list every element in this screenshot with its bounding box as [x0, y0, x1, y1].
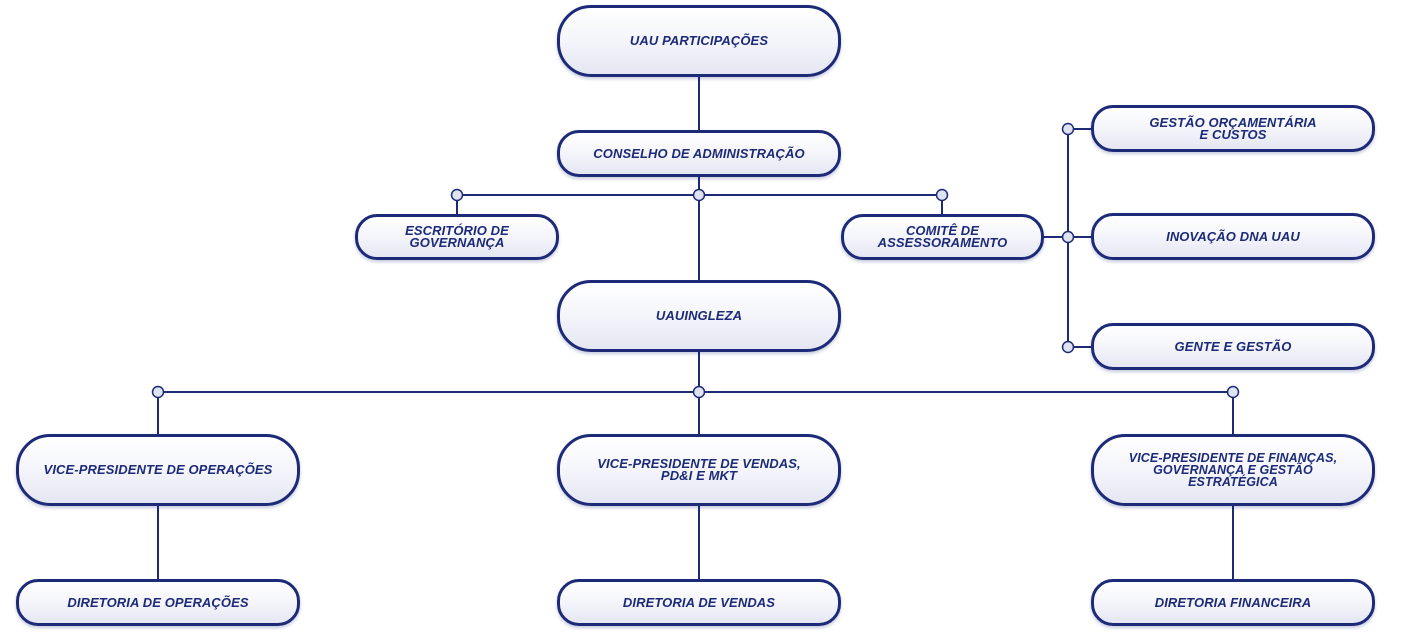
connector-dot: [1061, 122, 1075, 136]
node-label: GENTE E GESTÃO: [1174, 338, 1292, 354]
node-label: UAU PARTICIPAÇÕES: [629, 33, 769, 48]
connector-dot: [1226, 385, 1240, 399]
connector-dot: [1061, 230, 1075, 244]
node-label: VICE-PRESIDENTE DE FINANÇAS, GOVERNANÇA …: [1128, 451, 1338, 489]
connector-dot: [692, 188, 706, 202]
node-label: UAUINGLEZA: [655, 308, 743, 323]
connector-dot: [692, 385, 706, 399]
node-gente-gestao: GENTE E GESTÃO: [1091, 323, 1375, 370]
node-conselho-administracao: CONSELHO DE ADMINISTRAÇÃO: [557, 130, 841, 177]
connector-dot: [450, 188, 464, 202]
node-gestao-orcamentaria: GESTÃO ORÇAMENTÁRIA E CUSTOS: [1091, 105, 1375, 152]
node-diretoria-financeira: DIRETORIA FINANCEIRA: [1091, 579, 1375, 626]
node-label: VICE-PRESIDENTE DE OPERAÇÕES: [43, 462, 273, 477]
node-inovacao-dna-uau: INOVAÇÃO DNA UAU: [1091, 213, 1375, 260]
connector-dot: [1061, 340, 1075, 354]
node-diretoria-vendas: DIRETORIA DE VENDAS: [557, 579, 841, 626]
connector-dot: [151, 385, 165, 399]
node-label: GESTÃO ORÇAMENTÁRIA E CUSTOS: [1149, 114, 1317, 142]
node-label: ESCRITÓRIO DE GOVERNANÇA: [405, 223, 509, 250]
node-vp-operacoes: VICE-PRESIDENTE DE OPERAÇÕES: [16, 434, 300, 506]
node-label: DIRETORIA DE OPERAÇÕES: [67, 594, 249, 610]
node-label: INOVAÇÃO DNA UAU: [1166, 228, 1300, 244]
node-label: DIRETORIA DE VENDAS: [622, 594, 776, 610]
node-vp-vendas: VICE-PRESIDENTE DE VENDAS, PD&I E MKT: [557, 434, 841, 506]
node-diretoria-operacoes: DIRETORIA DE OPERAÇÕES: [16, 579, 300, 626]
node-vp-financas: VICE-PRESIDENTE DE FINANÇAS, GOVERNANÇA …: [1091, 434, 1375, 506]
node-label: VICE-PRESIDENTE DE VENDAS, PD&I E MKT: [597, 456, 801, 483]
node-label: COMITÊ DE ASSESSORAMENTO: [877, 223, 1008, 250]
node-uauingleza: UAUINGLEZA: [557, 280, 841, 352]
node-comite-assessoramento: COMITÊ DE ASSESSORAMENTO: [841, 214, 1044, 260]
node-label: CONSELHO DE ADMINISTRAÇÃO: [593, 145, 805, 161]
node-escritorio-governanca: ESCRITÓRIO DE GOVERNANÇA: [355, 214, 559, 260]
node-label: DIRETORIA FINANCEIRA: [1154, 594, 1312, 610]
connector-dot: [935, 188, 949, 202]
node-uau-participacoes: UAU PARTICIPAÇÕES: [557, 5, 841, 77]
